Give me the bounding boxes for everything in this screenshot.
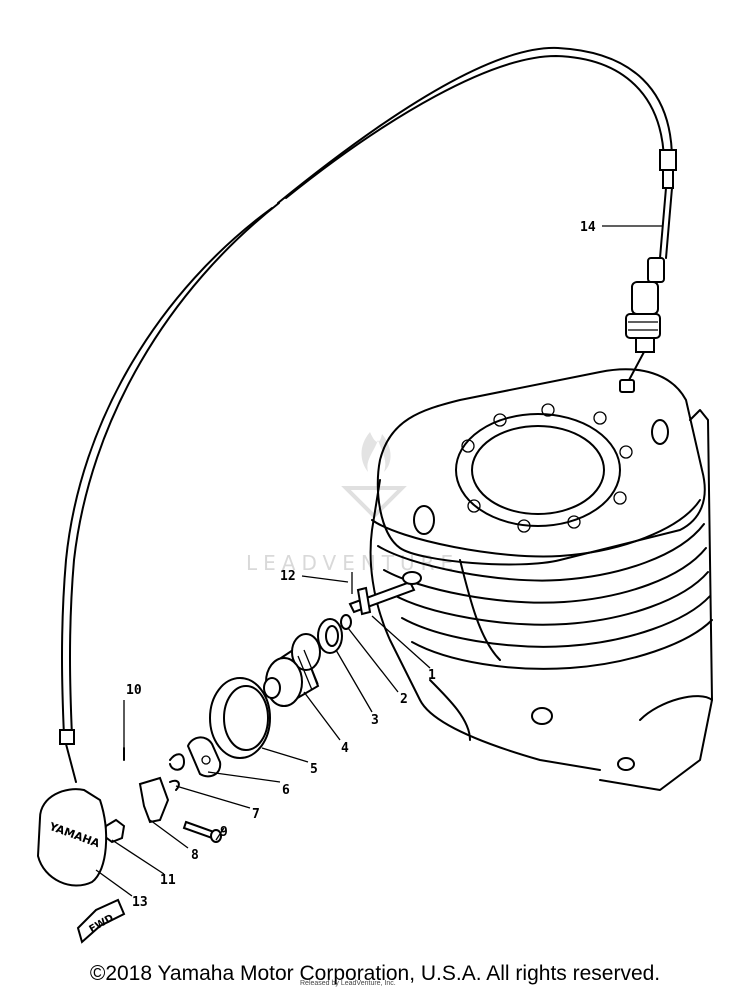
part-shaft (348, 571, 422, 616)
callout-12: 12 (280, 569, 296, 584)
callout-9: 9 (220, 825, 228, 840)
callout-10: 10 (126, 683, 142, 698)
watermark: LEADVENTURE (246, 432, 459, 575)
part-lever (186, 736, 222, 778)
callout-labels: 1 2 3 4 5 6 7 8 9 10 11 12 13 14 (126, 220, 596, 910)
callout-5: 5 (310, 762, 318, 777)
callout-2: 2 (400, 692, 408, 707)
callout-1: 1 (428, 668, 436, 683)
fwd-arrow-icon: FWD (76, 898, 126, 944)
callout-14: 14 (580, 220, 596, 235)
callout-13: 13 (132, 895, 148, 910)
engine-block (369, 368, 713, 791)
copyright-notice: ©2018 Yamaha Motor Corporation, U.S.A. A… (89, 962, 661, 985)
part-o-ring (340, 614, 352, 630)
part-screw (182, 820, 222, 843)
callout-3: 3 (371, 713, 379, 728)
callout-7: 7 (252, 807, 260, 822)
part-housing-body (263, 633, 321, 707)
part-washer (317, 618, 343, 654)
callout-6: 6 (282, 783, 290, 798)
part-bracket (138, 776, 170, 824)
watermark-text: LEADVENTURE (246, 551, 459, 575)
chevron-logo-icon (341, 486, 407, 519)
cable (59, 46, 677, 783)
part-gasket (209, 677, 271, 759)
flame-logo-icon (361, 432, 391, 472)
part-cover: YAMAHA (36, 788, 108, 887)
released-by-notice: Released by LeadVenture, Inc. (300, 980, 396, 987)
callout-8: 8 (191, 848, 199, 863)
callout-4: 4 (341, 741, 349, 756)
part-spring (169, 753, 185, 791)
leader-lines (95, 225, 662, 897)
callout-11: 11 (160, 873, 176, 888)
